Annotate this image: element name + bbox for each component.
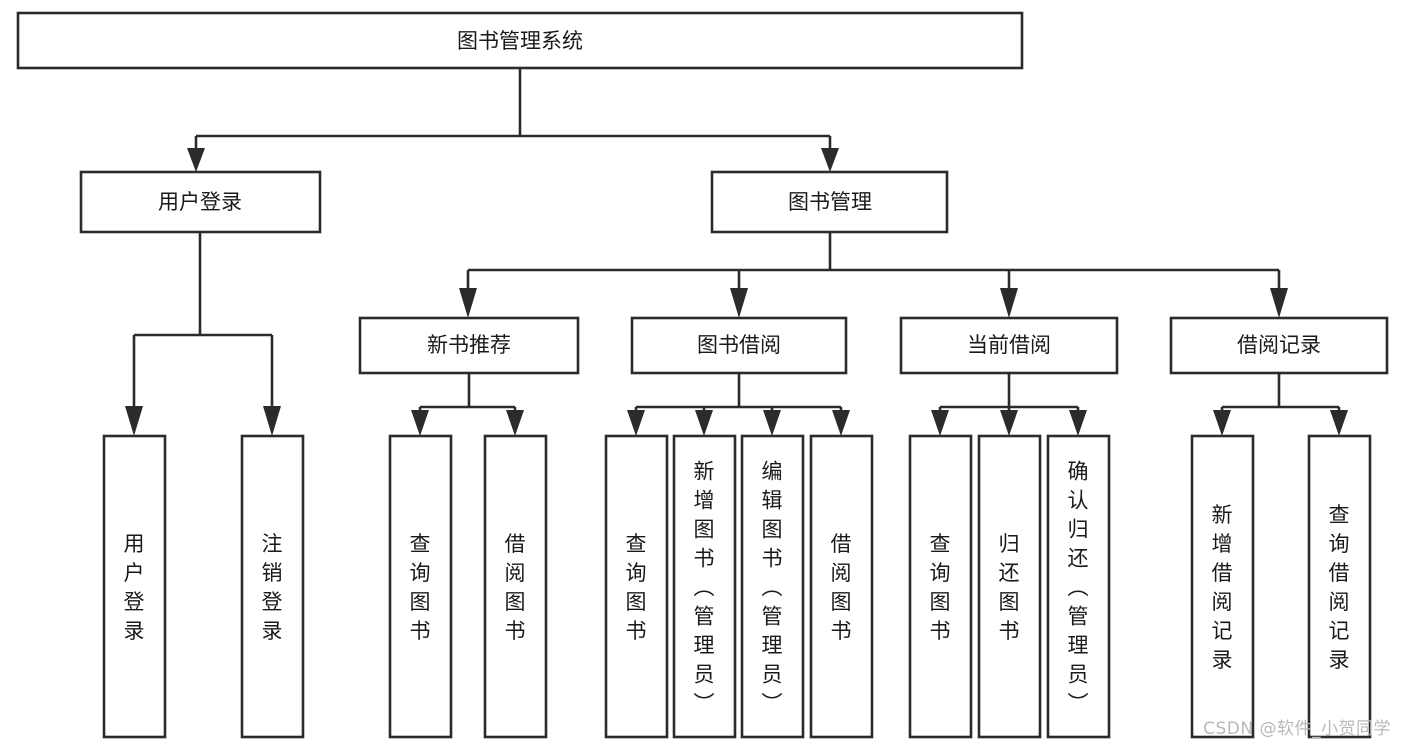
node-root[interactable]: 图书管理系统 xyxy=(16,11,1024,70)
node-leaf-query-book-2-box[interactable] xyxy=(604,434,669,739)
node-leaf-query-book-2[interactable]: 查询图书 xyxy=(604,434,669,739)
arrow-to-leaf-add-book xyxy=(695,410,713,436)
node-leaf-query-record-box[interactable] xyxy=(1307,434,1372,739)
node-book-borrow-label: 图书借阅 xyxy=(697,333,781,357)
node-leaf-confirm-return-box[interactable] xyxy=(1046,434,1111,739)
arrow-to-user-login xyxy=(187,148,205,172)
node-borrow-record-label: 借阅记录 xyxy=(1237,333,1321,357)
node-current-borrow-box[interactable] xyxy=(899,316,1119,375)
arrow-to-leaf-borrow-book-2 xyxy=(832,410,850,436)
node-leaf-confirm-return[interactable]: 确认归还︵管理员︶ xyxy=(1046,434,1111,739)
node-leaf-borrow-book-1-box[interactable] xyxy=(483,434,548,739)
node-leaf-borrow-book-2-label: 借阅图书 xyxy=(831,532,852,643)
arrow-to-leaf-user-logout xyxy=(263,406,281,436)
arrow-to-leaf-confirm-return xyxy=(1069,410,1087,436)
arrow-to-book-manage xyxy=(821,148,839,172)
node-current-borrow-label: 当前借阅 xyxy=(967,333,1051,357)
arrow-to-leaf-query-book-3 xyxy=(931,410,949,436)
node-borrow-record-box[interactable] xyxy=(1169,316,1389,375)
node-user-login[interactable]: 用户登录 xyxy=(79,170,322,234)
node-book-borrow[interactable]: 图书借阅 xyxy=(630,316,848,375)
node-leaf-query-book-3-box[interactable] xyxy=(908,434,973,739)
node-leaf-query-book-1-label: 查询图书 xyxy=(410,532,431,643)
edges-layer xyxy=(125,68,1348,436)
node-leaf-query-book-3-label: 查询图书 xyxy=(930,532,951,643)
arrow-to-leaf-return-book xyxy=(1000,410,1018,436)
node-new-book-recommend[interactable]: 新书推荐 xyxy=(358,316,580,375)
node-leaf-return-book[interactable]: 归还图书 xyxy=(977,434,1042,739)
node-leaf-edit-book-box[interactable] xyxy=(740,434,805,739)
node-leaf-borrow-book-2[interactable]: 借阅图书 xyxy=(809,434,874,739)
node-leaf-add-record-box[interactable] xyxy=(1190,434,1255,739)
node-leaf-borrow-book-2-box[interactable] xyxy=(809,434,874,739)
node-leaf-add-record-label: 新增借阅记录 xyxy=(1212,503,1233,672)
node-book-manage-label: 图书管理 xyxy=(788,190,872,214)
node-new-book-recommend-label: 新书推荐 xyxy=(427,333,511,357)
node-leaf-edit-book[interactable]: 编辑图书︵管理员︶ xyxy=(740,434,805,739)
node-leaf-user-login-box[interactable] xyxy=(102,434,167,739)
node-new-book-recommend-box[interactable] xyxy=(358,316,580,375)
csdn-watermark: CSDN @软件_小贺同学 xyxy=(1203,719,1391,739)
node-leaf-add-book-box[interactable] xyxy=(672,434,737,739)
arrow-to-leaf-add-record xyxy=(1213,410,1231,436)
node-leaf-edit-book-label: 编辑图书︵管理员︶ xyxy=(762,460,783,716)
node-leaf-user-logout[interactable]: 注销登录 xyxy=(240,434,305,739)
node-book-borrow-box[interactable] xyxy=(630,316,848,375)
node-root-label: 图书管理系统 xyxy=(457,29,583,53)
node-leaf-query-book-3[interactable]: 查询图书 xyxy=(908,434,973,739)
node-leaf-return-book-label: 归还图书 xyxy=(999,532,1020,643)
arrow-to-current-borrow xyxy=(1000,288,1018,318)
node-leaf-query-book-1-box[interactable] xyxy=(388,434,453,739)
node-leaf-user-login-label: 用户登录 xyxy=(124,532,145,643)
node-leaf-query-book-2-label: 查询图书 xyxy=(626,532,647,643)
node-book-manage-box[interactable] xyxy=(710,170,949,234)
node-leaf-query-book-1[interactable]: 查询图书 xyxy=(388,434,453,739)
node-leaf-user-logout-label: 注销登录 xyxy=(262,532,283,643)
node-leaf-add-book-label: 新增图书︵管理员︶ xyxy=(694,460,715,716)
arrow-to-leaf-edit-book xyxy=(763,410,781,436)
node-leaf-add-book[interactable]: 新增图书︵管理员︶ xyxy=(672,434,737,739)
node-current-borrow[interactable]: 当前借阅 xyxy=(899,316,1119,375)
node-user-login-box[interactable] xyxy=(79,170,322,234)
arrow-to-leaf-query-book-2 xyxy=(627,410,645,436)
node-leaf-query-record[interactable]: 查询借阅记录 xyxy=(1307,434,1372,739)
arrow-to-book-borrow xyxy=(730,288,748,318)
arrow-to-leaf-query-record xyxy=(1330,410,1348,436)
arrow-to-borrow-record xyxy=(1270,288,1288,318)
node-user-login-label: 用户登录 xyxy=(158,190,242,214)
node-leaf-borrow-book-1-label: 借阅图书 xyxy=(505,532,526,643)
node-leaf-borrow-book-1[interactable]: 借阅图书 xyxy=(483,434,548,739)
node-leaf-query-record-label: 查询借阅记录 xyxy=(1329,503,1350,672)
arrow-to-new-book-recommend xyxy=(459,288,477,318)
node-root-box[interactable] xyxy=(16,11,1024,70)
node-borrow-record[interactable]: 借阅记录 xyxy=(1169,316,1389,375)
node-leaf-return-book-box[interactable] xyxy=(977,434,1042,739)
node-book-manage[interactable]: 图书管理 xyxy=(710,170,949,234)
arrow-to-leaf-query-book-1 xyxy=(411,410,429,436)
arrow-to-leaf-user-login xyxy=(125,406,143,436)
node-leaf-confirm-return-label: 确认归还︵管理员︶ xyxy=(1068,460,1089,716)
node-leaf-user-logout-box[interactable] xyxy=(240,434,305,739)
arrow-to-leaf-borrow-book-1 xyxy=(506,410,524,436)
node-leaf-user-login[interactable]: 用户登录 xyxy=(102,434,167,739)
node-leaf-add-record[interactable]: 新增借阅记录 xyxy=(1190,434,1255,739)
